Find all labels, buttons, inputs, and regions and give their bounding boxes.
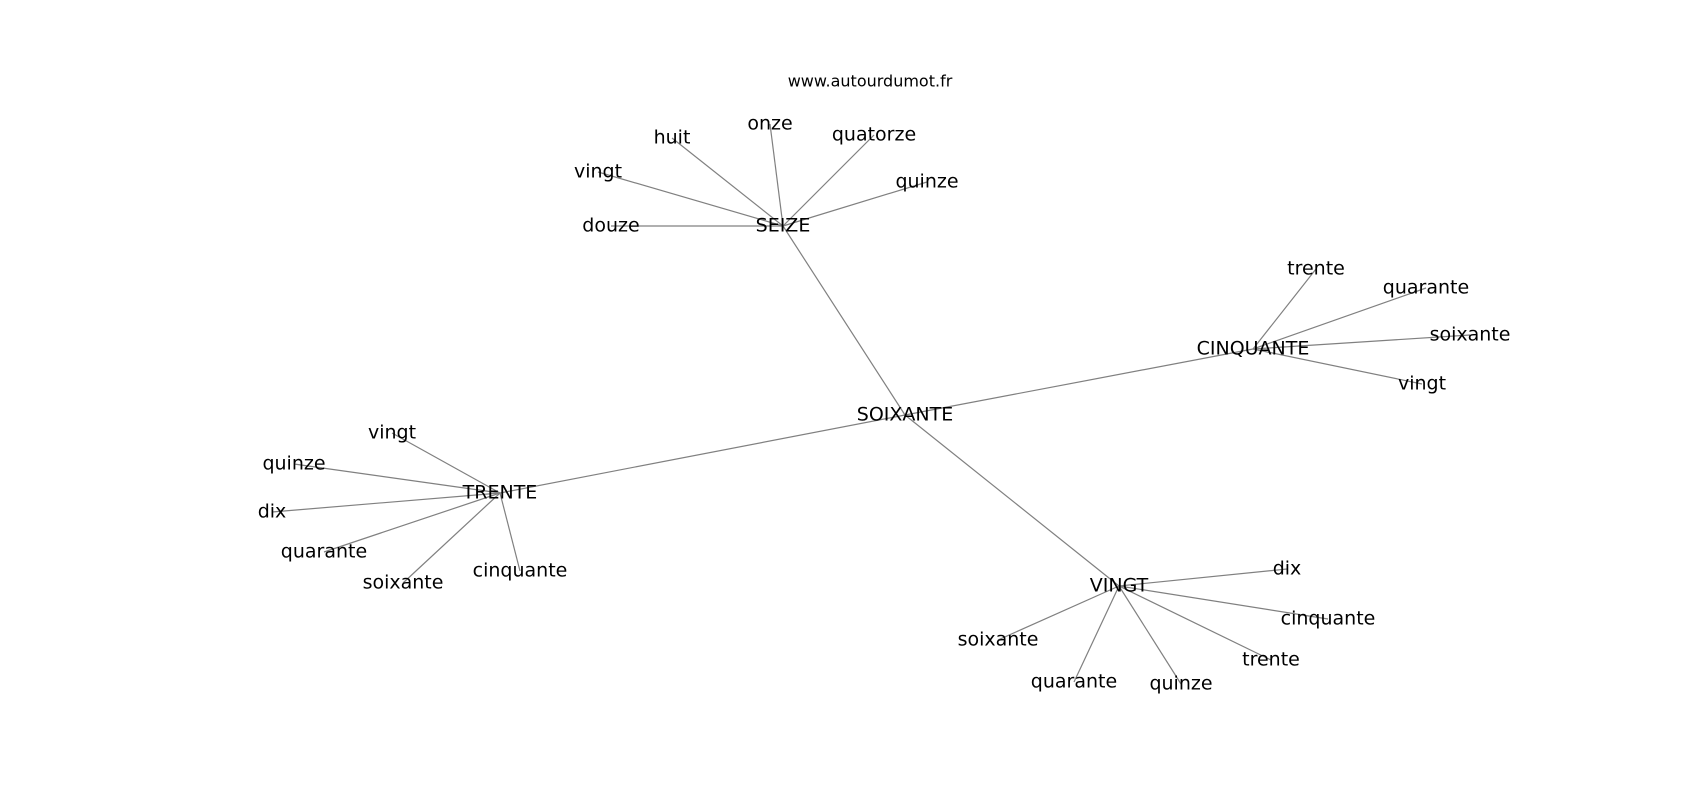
node-label-trente-dix: dix — [258, 501, 287, 523]
node-label-seize-quatorze: quatorze — [832, 124, 916, 146]
site-url-label: www.autourdumot.fr — [788, 72, 953, 91]
node-label-seize-quinze: quinze — [895, 171, 958, 193]
edge-cinquante-cinquante-trente — [1252, 268, 1317, 350]
edge-trente-trente-vingt — [391, 432, 501, 494]
edge-cinquante-cinquante-vingt — [1252, 348, 1423, 385]
edge-root-cinquante — [904, 348, 1254, 416]
edge-cinquante-cinquante-quarante — [1252, 287, 1427, 350]
node-label-trente-quarante: quarante — [281, 541, 367, 563]
edge-seize-seize-vingt — [597, 171, 784, 227]
node-label-trente-vingt: vingt — [368, 422, 416, 444]
edge-trente-trente-dix — [271, 492, 501, 513]
node-label-seize-vingt: vingt — [574, 161, 622, 183]
node-label-cinquante-quarante: quarante — [1383, 277, 1469, 299]
node-label-seize: SEIZE — [756, 215, 811, 237]
edge-root-trente — [499, 414, 906, 494]
node-label-cinquante-soixante: soixante — [1430, 324, 1511, 346]
edge-vingt-vingt-trente — [1118, 585, 1272, 661]
node-label-cinquante-trente: trente — [1287, 258, 1345, 280]
edge-trente-trente-cinquante — [499, 492, 521, 572]
node-label-vingt: VINGT — [1090, 575, 1149, 597]
node-label-trente-cinquante: cinquante — [473, 560, 568, 582]
node-label-cinquante-vingt: vingt — [1398, 373, 1446, 395]
node-label-trente-quinze: quinze — [262, 453, 325, 475]
node-label-vingt-dix: dix — [1273, 558, 1302, 580]
edge-root-seize — [782, 225, 906, 416]
edge-trente-trente-soixante — [402, 492, 501, 584]
edge-trente-trente-quarante — [323, 492, 501, 553]
node-label-vingt-soixante: soixante — [958, 629, 1039, 651]
edge-vingt-vingt-quarante — [1073, 585, 1120, 683]
edge-vingt-vingt-quinze — [1118, 585, 1182, 685]
edge-seize-seize-quinze — [782, 181, 928, 227]
edge-seize-seize-huit — [671, 137, 784, 227]
node-label-root: SOIXANTE — [857, 404, 953, 426]
edge-vingt-vingt-dix — [1118, 568, 1288, 587]
edge-cinquante-cinquante-soixante — [1252, 334, 1471, 350]
node-label-cinquante: CINQUANTE — [1197, 338, 1310, 360]
edge-trente-trente-quinze — [293, 463, 501, 494]
edges-layer — [271, 123, 1471, 685]
node-label-seize-douze: douze — [582, 215, 639, 237]
node-label-trente: TRENTE — [462, 482, 538, 504]
edge-seize-seize-onze — [769, 123, 784, 227]
edge-vingt-vingt-soixante — [997, 585, 1120, 641]
node-label-vingt-quinze: quinze — [1149, 673, 1212, 695]
node-label-vingt-cinquante: cinquante — [1281, 608, 1376, 630]
node-label-vingt-quarante: quarante — [1031, 671, 1117, 693]
node-label-trente-soixante: soixante — [363, 572, 444, 594]
node-label-seize-onze: onze — [747, 113, 792, 135]
node-label-vingt-trente: trente — [1242, 649, 1300, 671]
edge-root-vingt — [904, 414, 1120, 587]
edge-vingt-vingt-cinquante — [1118, 585, 1329, 620]
labels-layer: SOIXANTE SEIZE CINQUANTE TRENTE VINGT huit onz… — [258, 113, 1511, 695]
node-label-seize-huit: huit — [654, 127, 691, 149]
edge-seize-seize-quatorze — [782, 134, 875, 227]
